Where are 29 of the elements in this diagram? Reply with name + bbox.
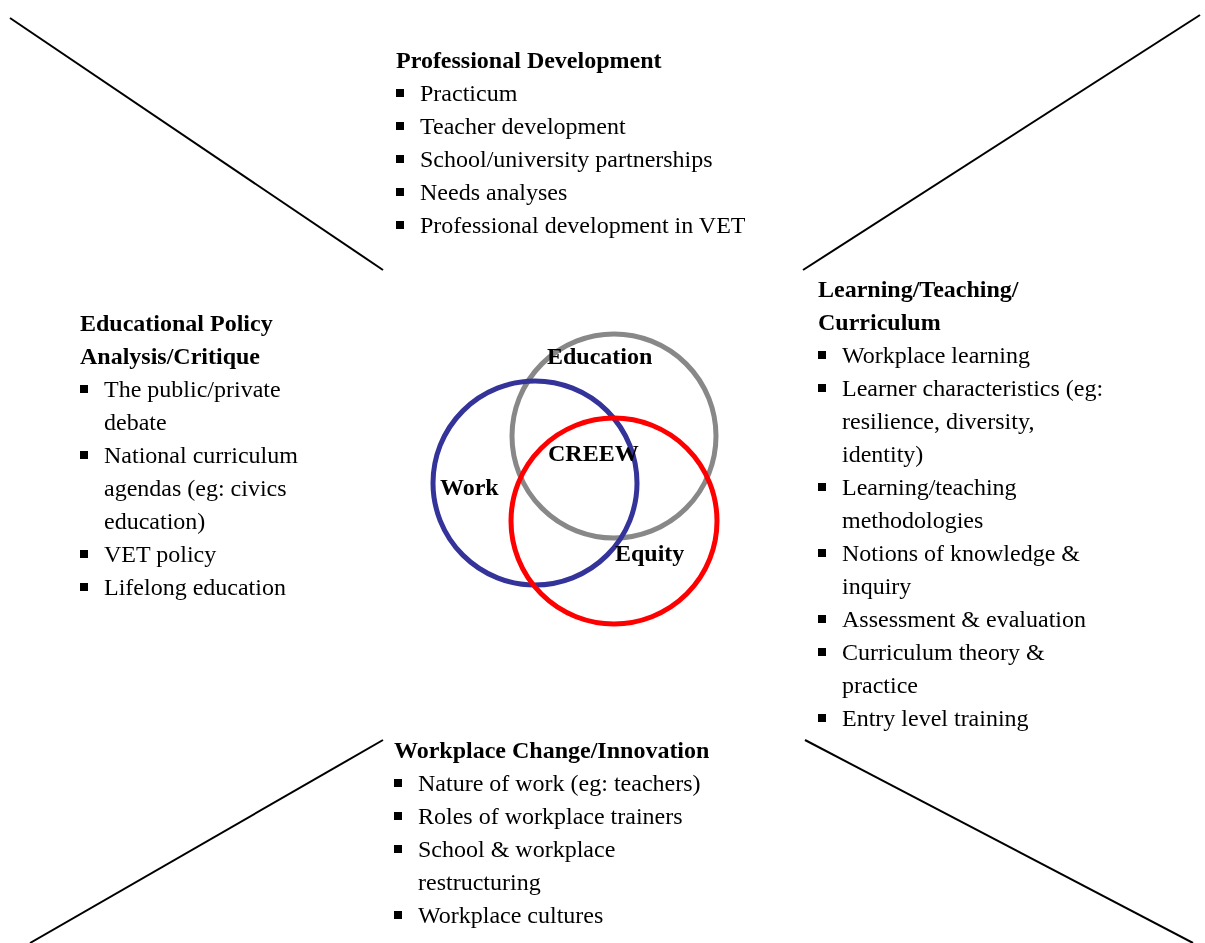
bullet-item: Assessment & evaluation	[818, 603, 1118, 636]
bullet-item: Nature of work (eg: teachers)	[394, 767, 724, 800]
bullet-item: Lifelong education	[80, 571, 320, 604]
venn-circle	[509, 331, 719, 541]
section-heading: Learning/Teaching/ Curriculum	[818, 275, 1020, 337]
bullet-item: The public/private debate	[80, 373, 320, 439]
section-heading: Workplace Change/Innovation	[394, 736, 711, 765]
bullet-item: Professional development in VET	[396, 209, 751, 242]
bullet-item: Curriculum theory & practice	[818, 636, 1118, 702]
bullet-item: Workplace cultures	[394, 899, 724, 932]
bullet-item: Learner characteristics (eg: resilience, diversity, identity)	[818, 372, 1118, 471]
bullet-item: School & workplace restructuring	[394, 833, 724, 899]
bullet-item: Practicum	[396, 77, 751, 110]
section-heading: Professional Development	[396, 46, 663, 75]
bullet-item: Learning/teaching methodologies	[818, 471, 1118, 537]
bullet-item: National curriculum agendas (eg: civics education)	[80, 439, 320, 538]
circle-label: Equity	[615, 539, 685, 567]
bullet-item: Needs analyses	[396, 176, 751, 209]
circle-label: Education	[547, 342, 653, 370]
venn-circle	[508, 415, 720, 627]
bullet-item: Notions of knowledge & inquiry	[818, 537, 1118, 603]
bullet-item: Roles of workplace trainers	[394, 800, 724, 833]
section-heading: Educational Policy Analysis/Critique	[80, 309, 274, 371]
bullet-item: Teacher development	[396, 110, 751, 143]
bullet-item: Workplace learning	[818, 339, 1118, 372]
bullet-item: School/university partnerships	[396, 143, 751, 176]
bullet-item: VET policy	[80, 538, 320, 571]
bullet-item: Entry level training	[818, 702, 1118, 735]
circle-label: Work	[440, 473, 499, 501]
